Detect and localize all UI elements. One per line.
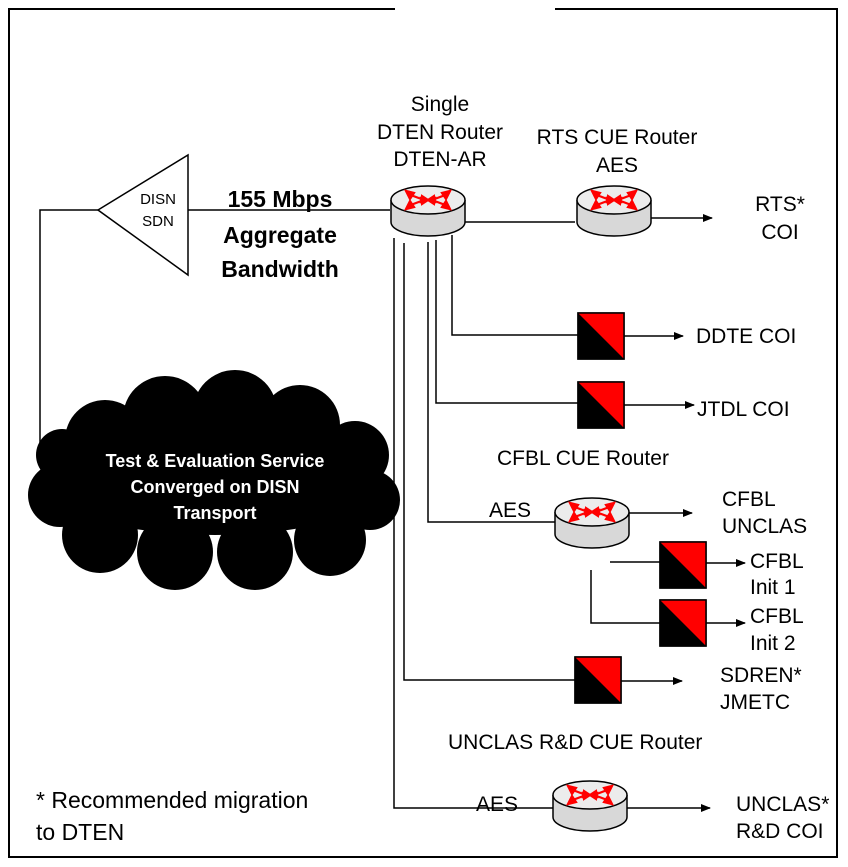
unclas-coi-label-2: R&D COI <box>736 820 824 843</box>
cfbl-cue-router-icon[interactable] <box>553 496 631 550</box>
cloud-label-line-3: Transport <box>173 503 257 523</box>
unclas-coi-label-1: UNCLAS* <box>736 793 830 816</box>
rts-coi-label-1: RTS* <box>755 193 805 216</box>
rts-router-label: RTS CUE Router <box>536 126 698 149</box>
footnote-line-1: * Recommended migration <box>36 787 309 813</box>
dten-router-label-2: DTEN Router <box>376 121 504 144</box>
bandwidth-value: 155 Mbps <box>227 186 333 212</box>
cfbl-init1-label-1: CFBL <box>750 550 804 573</box>
dten-ar-router-icon[interactable] <box>389 184 467 238</box>
sdren-label-2: JMETC <box>720 691 790 714</box>
cfbl-unclas-label-1: CFBL <box>722 488 776 511</box>
cfbl-init1-encryptor-icon[interactable] <box>659 541 707 589</box>
cfbl-init2-line <box>590 570 660 624</box>
cfbl-router-label: CFBL CUE Router <box>497 447 669 470</box>
rts-cue-router-icon[interactable] <box>575 184 653 238</box>
cfbl-aes-label: AES <box>489 499 532 522</box>
ddte-coi-label: DDTE COI <box>696 325 797 348</box>
frame-gap <box>395 0 555 14</box>
cloud-label-line-2: Converged on DISN <box>130 477 300 497</box>
cfbl-init2-encryptor-icon[interactable] <box>659 599 707 647</box>
disn-sdn-triangle <box>96 153 189 277</box>
unclas-aes-label: AES <box>476 793 519 816</box>
bandwidth-label: Bandwidth <box>221 256 339 282</box>
cloud-link-line <box>39 209 100 455</box>
rts-coi-label-2: COI <box>761 221 799 244</box>
cfbl-init2-label-2: Init 2 <box>750 632 796 655</box>
ddte-encryptor-icon[interactable] <box>577 312 625 360</box>
cfbl-init1-label-2: Init 1 <box>750 576 796 599</box>
unclas-router-label: UNCLAS R&D CUE Router <box>448 731 703 754</box>
cloud-label-line-1: Test & Evaluation Service <box>105 451 325 471</box>
cfbl-init2-label-1: CFBL <box>750 605 804 628</box>
jtdl-encryptor-icon[interactable] <box>577 381 625 429</box>
dten-router-label-3: DTEN-AR <box>393 148 487 171</box>
jtdl-coi-label: JTDL COI <box>697 398 790 421</box>
sdn-label: SDN <box>142 213 174 230</box>
cfbl-unclas-label-2: UNCLAS <box>722 515 808 538</box>
dten-trunk-lines <box>393 221 578 809</box>
sdren-encryptor-icon[interactable] <box>574 656 622 704</box>
sdren-label-1: SDREN* <box>720 664 802 687</box>
bandwidth-aggregate: Aggregate <box>223 222 337 248</box>
rts-aes-label: AES <box>595 154 639 177</box>
t-and-e-cloud <box>28 370 400 590</box>
footnote-line-2: to DTEN <box>36 819 125 845</box>
cloud-label: Test & Evaluation Service Converged on D… <box>40 448 390 526</box>
unclas-rd-router-icon[interactable] <box>551 779 629 833</box>
dten-router-label-1: Single <box>410 93 470 116</box>
disn-label: DISN <box>140 191 176 208</box>
